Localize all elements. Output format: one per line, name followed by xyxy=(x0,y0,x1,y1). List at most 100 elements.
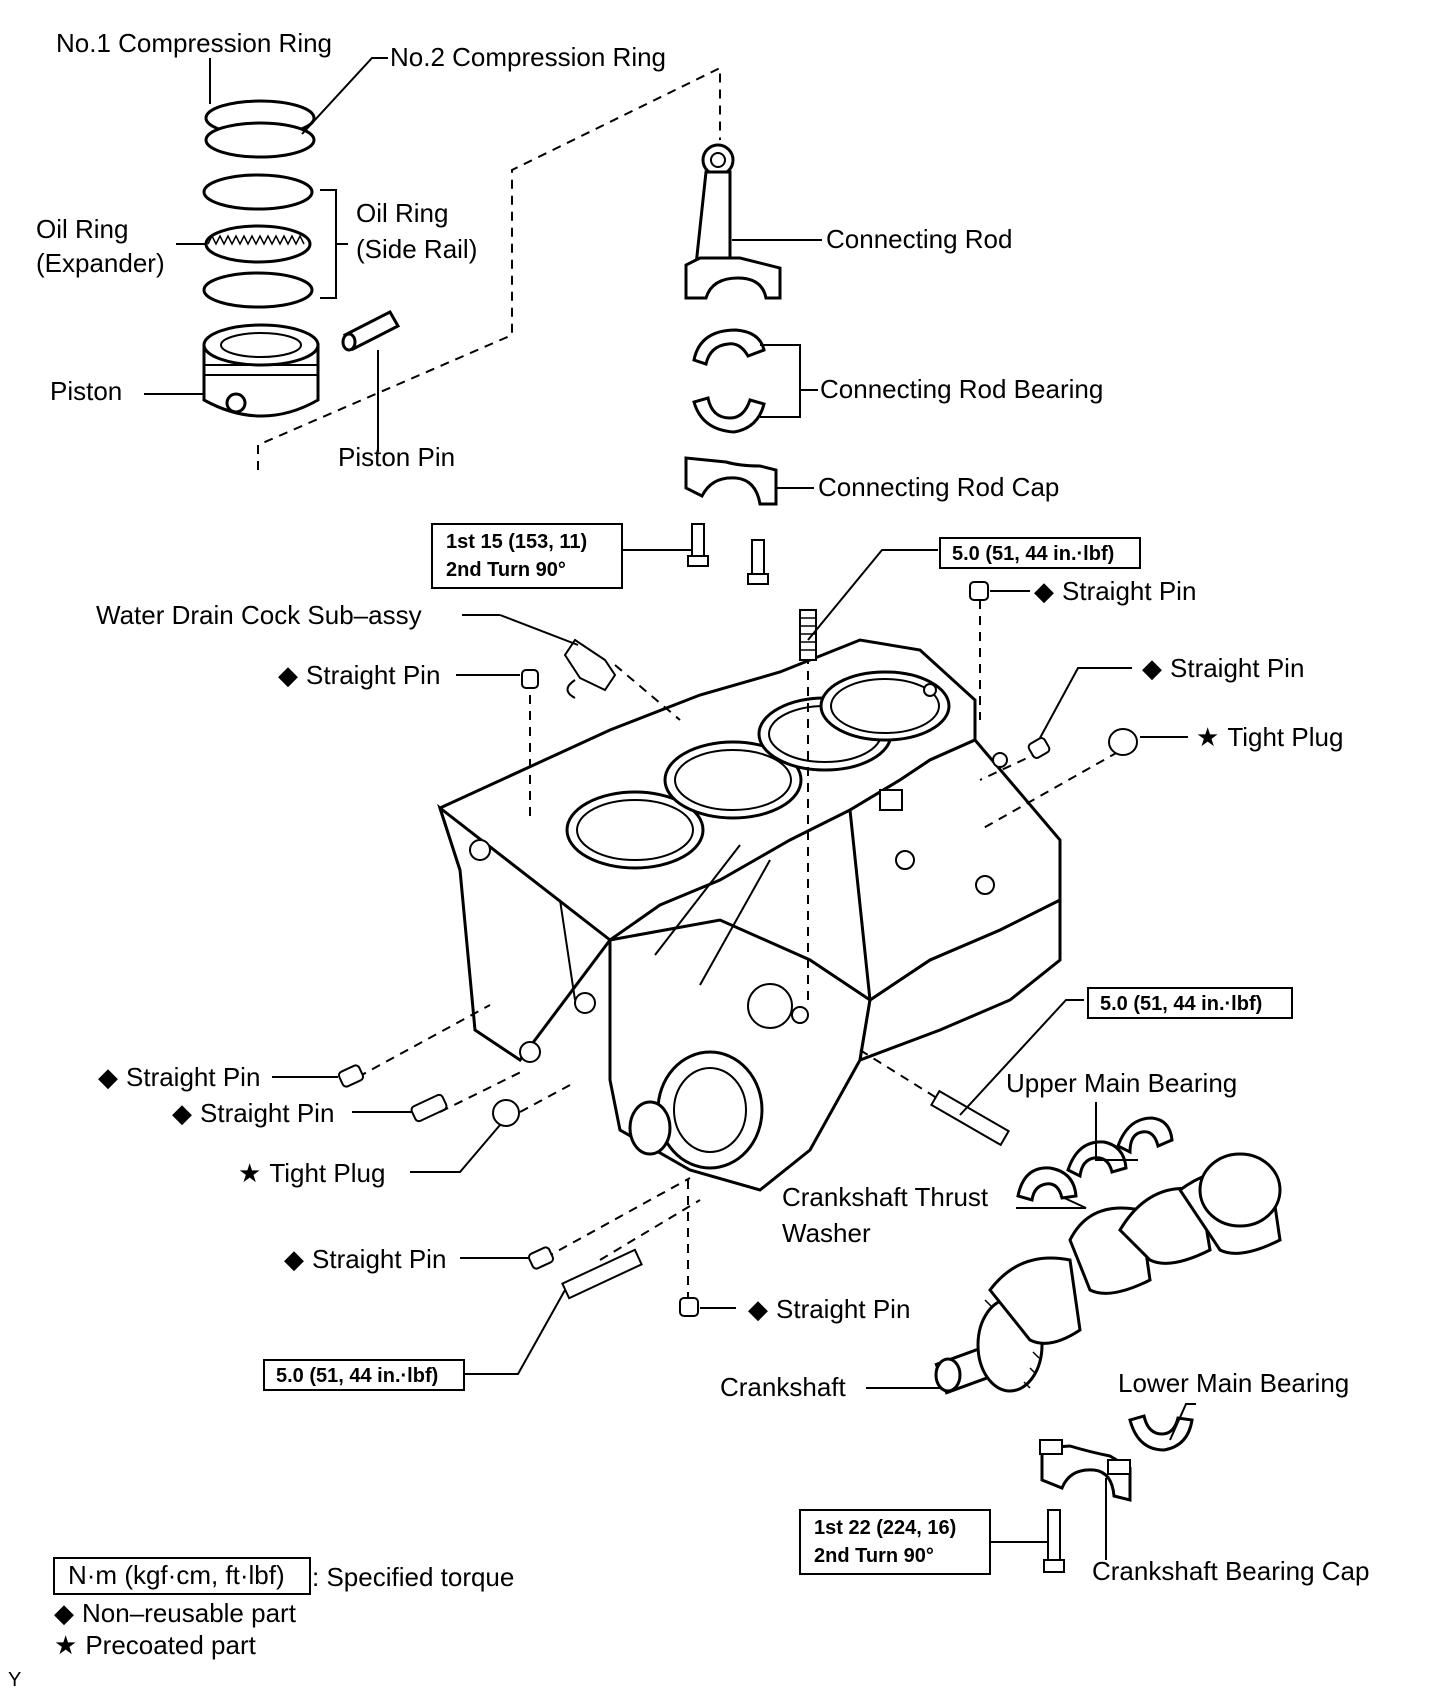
stud-bottom-part xyxy=(561,1248,643,1300)
pin-bottom-line xyxy=(544,1177,691,1259)
label-crankshaft-thrust-2: Washer xyxy=(782,1218,871,1248)
label-oil-ring-side-rail-1: Oil Ring xyxy=(356,198,448,228)
legend-non-reusable: ◆Non–reusable part xyxy=(54,1598,297,1628)
legend-torque-desc: : Specified torque xyxy=(312,1562,514,1592)
legend-precoated: ★Precoated part xyxy=(54,1630,257,1660)
pin-left1-line xyxy=(357,1004,491,1078)
star-icon: ★ xyxy=(54,1630,77,1660)
stud-right-line xyxy=(859,1049,941,1101)
label-crankshaft-bearing-cap: Crankshaft Bearing Cap xyxy=(1092,1556,1369,1586)
oil-ring-expander-part xyxy=(204,224,312,264)
diamond-icon: ◆ xyxy=(54,1598,74,1628)
label-upper-main-bearing: Upper Main Bearing xyxy=(1006,1068,1237,1098)
torque-box-stud-top: 5.0 (51, 44 in.·lbf) xyxy=(939,537,1141,569)
tight-plug-right-part xyxy=(1108,728,1138,756)
star-icon: ★ xyxy=(238,1158,261,1188)
label-straight-pin-bottom-center: ◆Straight Pin xyxy=(748,1294,910,1324)
label-connecting-rod-bearing: Connecting Rod Bearing xyxy=(820,374,1103,404)
torque-rod-bolt-line1: 1st 15 (153, 11) xyxy=(446,531,587,553)
straight-pin-top-right-part xyxy=(969,581,989,601)
label-piston-pin: Piston Pin xyxy=(338,442,455,472)
cylinder-block-part xyxy=(437,638,1062,1192)
label-oil-ring-expander-2: (Expander) xyxy=(36,248,165,278)
lower-main-bearing-part xyxy=(1128,1414,1194,1452)
crankshaft-part xyxy=(934,1152,1282,1395)
diamond-icon: ◆ xyxy=(1142,653,1162,683)
torque-stud-right: 5.0 (51, 44 in.·lbf) xyxy=(1100,993,1262,1015)
connecting-rod-bearing-upper-part xyxy=(692,328,766,366)
label-straight-pin-left2: ◆Straight Pin xyxy=(172,1098,334,1128)
label-straight-pin-tl: ◆Straight Pin xyxy=(278,660,440,690)
straight-pin-tl-part xyxy=(521,669,539,689)
label-oil-ring-side-rail-2: (Side Rail) xyxy=(356,234,477,264)
label-piston: Piston xyxy=(50,376,122,406)
diamond-icon: ◆ xyxy=(1034,576,1054,606)
piston-pin-part xyxy=(341,310,401,352)
pin-right-line xyxy=(979,751,1041,781)
label-crankshaft: Crankshaft xyxy=(720,1372,846,1402)
torque-stud-bottom: 5.0 (51, 44 in.·lbf) xyxy=(276,1365,438,1387)
piston-part xyxy=(202,323,320,418)
crankshaft-bearing-cap-part xyxy=(1039,1439,1132,1502)
stud-bottom-line xyxy=(599,1199,701,1261)
straight-pin-left1-part xyxy=(337,1064,365,1088)
straight-pin-bottom-center-part xyxy=(679,1297,699,1317)
straight-pin-left2-part xyxy=(410,1093,448,1123)
label-crankshaft-thrust-1: Crankshaft Thrust xyxy=(782,1182,989,1212)
tight-plug-left-part xyxy=(492,1099,520,1127)
connecting-rod-cap-part xyxy=(684,456,778,506)
leader-lines xyxy=(144,57,1196,1560)
torque-box-stud-bottom: 5.0 (51, 44 in.·lbf) xyxy=(263,1359,465,1391)
diamond-icon: ◆ xyxy=(284,1244,304,1274)
corner-mark: Y xyxy=(8,1669,21,1690)
label-lower-main-bearing: Lower Main Bearing xyxy=(1118,1368,1349,1398)
label-connecting-rod: Connecting Rod xyxy=(826,224,1012,254)
straight-pin-bottom-part xyxy=(527,1246,555,1270)
rod-bolt-right-part xyxy=(747,539,769,585)
main-bolt-part xyxy=(1043,1509,1065,1573)
label-tight-plug-right: ★Tight Plug xyxy=(1196,722,1343,752)
plug-right-line xyxy=(979,751,1119,831)
torque-box-rod-bolt: 1st 15 (153, 11) 2nd Turn 90° xyxy=(431,523,623,589)
drain-cock-line xyxy=(614,664,681,721)
label-water-drain-cock: Water Drain Cock Sub–assy xyxy=(96,600,422,630)
torque-box-stud-right: 5.0 (51, 44 in.·lbf) xyxy=(1087,987,1293,1019)
legend-torque-box xyxy=(53,1557,311,1595)
legend-torque-unit: N·m (kgf·cm, ft·lbf) xyxy=(68,1560,285,1590)
upper-main-bearing-2-part xyxy=(1066,1140,1128,1179)
legend: N·m (kgf·cm, ft·lbf) : Specified torque … xyxy=(53,1557,514,1660)
stud-top-part xyxy=(799,609,817,661)
straight-pin-right-part xyxy=(1027,737,1051,759)
label-no2-compression-ring: No.2 Compression Ring xyxy=(390,42,666,72)
diamond-icon: ◆ xyxy=(748,1294,768,1324)
torque-main-bolt-line2: 2nd Turn 90° xyxy=(814,1545,934,1567)
no2-compression-ring-part xyxy=(204,121,316,159)
diamond-icon: ◆ xyxy=(172,1098,192,1128)
torque-stud-top: 5.0 (51, 44 in.·lbf) xyxy=(952,543,1114,565)
label-straight-pin-left1: ◆Straight Pin xyxy=(98,1062,260,1092)
crankshaft-thrust-washer-part xyxy=(1016,1166,1078,1202)
plug-left-line xyxy=(519,1084,571,1113)
connecting-rod-part xyxy=(684,143,782,300)
upper-main-bearing-1-part xyxy=(1116,1116,1174,1155)
torque-box-main-bolt: 1st 22 (224, 16) 2nd Turn 90° xyxy=(799,1509,991,1575)
diamond-icon: ◆ xyxy=(98,1062,118,1092)
label-no1-compression-ring: No.1 Compression Ring xyxy=(56,28,332,58)
label-straight-pin-top-right: ◆Straight Pin xyxy=(1034,576,1196,606)
star-icon: ★ xyxy=(1196,722,1219,752)
piston-group-outline xyxy=(257,66,721,470)
oil-ring-side-rail-upper-part xyxy=(202,173,314,211)
diamond-icon: ◆ xyxy=(278,660,298,690)
oil-ring-side-rail-lower-part xyxy=(202,271,314,309)
rod-bolt-left-part xyxy=(687,523,709,567)
label-connecting-rod-cap: Connecting Rod Cap xyxy=(818,472,1059,502)
torque-main-bolt-line1: 1st 22 (224, 16) xyxy=(814,1517,956,1539)
torque-rod-bolt-line2: 2nd Turn 90° xyxy=(446,559,566,581)
label-oil-ring-expander-1: Oil Ring xyxy=(36,214,128,244)
stud-right-part xyxy=(929,1089,1011,1147)
label-straight-pin-right: ◆Straight Pin xyxy=(1142,653,1304,683)
connecting-rod-bearing-lower-part xyxy=(692,396,766,434)
water-drain-cock-part xyxy=(563,638,617,699)
label-straight-pin-bottom: ◆Straight Pin xyxy=(284,1244,446,1274)
